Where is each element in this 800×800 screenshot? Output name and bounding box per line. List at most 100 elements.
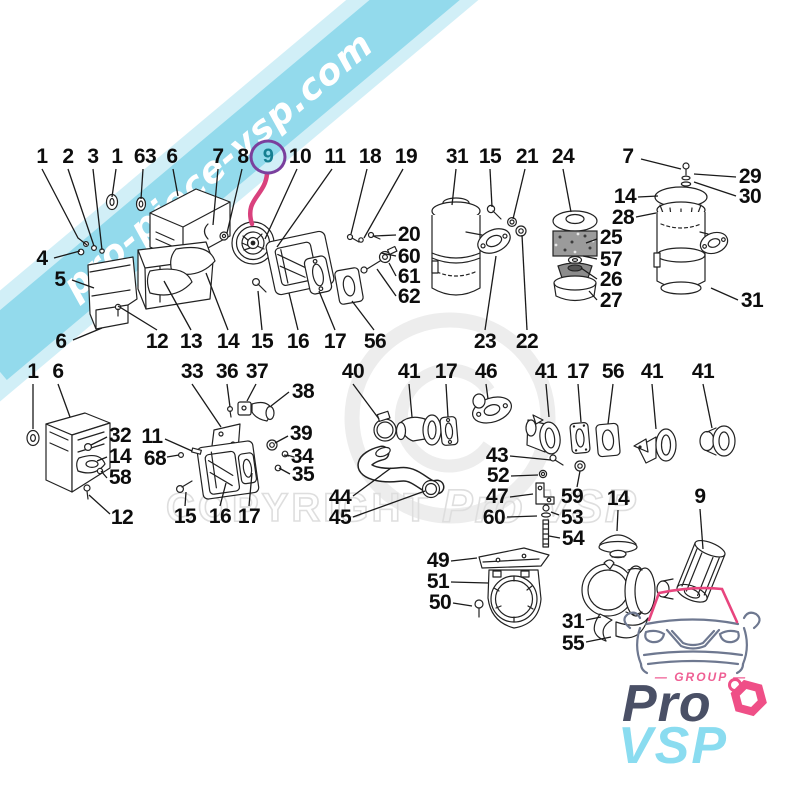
part-number-36: 36 xyxy=(215,360,239,383)
part-number-31: 31 xyxy=(561,610,585,633)
part-number-15: 15 xyxy=(478,145,502,168)
part-number-13: 13 xyxy=(179,330,203,353)
leader-line-38 xyxy=(270,391,290,407)
leader-line-17 xyxy=(577,383,582,423)
part-number-14: 14 xyxy=(606,487,630,510)
part-number-44: 44 xyxy=(328,486,352,509)
part-number-53: 53 xyxy=(560,506,584,529)
leader-line-17 xyxy=(445,383,449,418)
leader-line-32 xyxy=(90,436,108,446)
part-number-40: 40 xyxy=(341,360,365,383)
canister-art xyxy=(431,197,527,296)
part-number-23: 23 xyxy=(473,330,497,353)
leader-line-6 xyxy=(72,327,103,341)
part-number-26: 26 xyxy=(599,268,623,291)
leader-line-37 xyxy=(246,383,257,402)
part-number-41: 41 xyxy=(397,360,421,383)
leader-line-30 xyxy=(693,181,737,197)
leader-line-47 xyxy=(509,493,534,498)
leader-line-26 xyxy=(580,267,598,280)
part-number-51: 51 xyxy=(426,570,450,593)
provsp-logo: — GROUP — Pro VSP xyxy=(598,660,788,790)
leader-line-27 xyxy=(588,290,598,301)
leader-line-45 xyxy=(352,490,426,518)
part-number-49: 49 xyxy=(426,549,450,572)
leader-line-14 xyxy=(205,272,229,331)
part-number-1: 1 xyxy=(36,145,48,168)
part-number-6: 6 xyxy=(166,145,178,168)
leader-line-60 xyxy=(380,252,397,257)
leader-line-44 xyxy=(352,467,392,497)
part-number-30: 30 xyxy=(738,185,762,208)
part-number-63: 63 xyxy=(133,145,157,168)
leader-line-1 xyxy=(111,168,117,198)
leader-line-41 xyxy=(545,383,550,418)
logo-hexagon-nut-icon xyxy=(730,679,767,717)
part-number-32: 32 xyxy=(108,424,132,447)
leader-line-22 xyxy=(521,234,528,331)
part-number-2: 2 xyxy=(62,145,74,168)
logo-vsp-text: VSP xyxy=(618,717,729,775)
leader-line-18 xyxy=(350,168,368,235)
part-number-17: 17 xyxy=(434,360,458,383)
logo-pro-text: Pro xyxy=(622,675,712,733)
leader-line-14 xyxy=(96,456,108,462)
leader-line-34 xyxy=(283,454,290,457)
leader-line-68 xyxy=(166,454,180,458)
leader-line-23 xyxy=(484,255,497,331)
leader-line-31 xyxy=(451,168,457,206)
part-number-54: 54 xyxy=(561,527,585,550)
part-number-56: 56 xyxy=(601,360,625,383)
part-number-4: 4 xyxy=(36,247,48,270)
part-number-56: 56 xyxy=(363,330,387,353)
part-number-37: 37 xyxy=(245,360,269,383)
leader-line-3 xyxy=(92,168,103,251)
part-number-50: 50 xyxy=(428,591,452,614)
leader-line-40 xyxy=(352,383,380,420)
part-number-14: 14 xyxy=(108,445,132,468)
part-number-33: 33 xyxy=(180,360,204,383)
part-number-58: 58 xyxy=(108,466,132,489)
part-number-31: 31 xyxy=(740,289,764,312)
leader-line-17 xyxy=(318,290,336,331)
part-number-6: 6 xyxy=(55,330,67,353)
part-number-60: 60 xyxy=(397,245,421,268)
leader-line-52 xyxy=(510,474,539,477)
leader-line-2 xyxy=(67,168,95,247)
leader-line-5 xyxy=(71,279,95,289)
part-number-19: 19 xyxy=(394,145,418,168)
leader-line-53 xyxy=(550,511,560,516)
part-number-41: 41 xyxy=(534,360,558,383)
hardware-column-art xyxy=(535,454,586,548)
leader-line-15 xyxy=(489,168,493,208)
part-number-1: 1 xyxy=(27,360,39,383)
part-number-14: 14 xyxy=(216,330,240,353)
part-number-45: 45 xyxy=(328,506,352,529)
part-number-10: 10 xyxy=(288,145,312,168)
highlighted-part-number-9: 9 xyxy=(249,139,287,175)
leader-line-20 xyxy=(373,234,397,237)
leader-line-11 xyxy=(164,438,193,452)
part-number-28: 28 xyxy=(611,206,635,229)
part-number-11: 11 xyxy=(141,425,163,448)
leader-line-50 xyxy=(452,602,473,607)
leader-line-31 xyxy=(585,616,602,621)
leader-line-1 xyxy=(41,168,88,246)
part-number-15: 15 xyxy=(250,330,274,353)
leader-line-31 xyxy=(710,287,739,301)
part-number-22: 22 xyxy=(515,330,539,353)
part-number-12: 12 xyxy=(145,330,169,353)
leader-line-60 xyxy=(506,515,538,518)
leader-line-63 xyxy=(140,168,144,200)
part-number-34: 34 xyxy=(290,445,314,468)
bottom-bracket-art xyxy=(474,547,550,629)
leader-line-6 xyxy=(57,383,71,418)
highlight-leader-line xyxy=(248,171,270,227)
leader-line-19 xyxy=(363,168,404,239)
leader-line-17 xyxy=(248,472,253,507)
leader-line-12 xyxy=(88,494,111,515)
leader-line-10 xyxy=(264,168,298,240)
leader-line-36 xyxy=(226,383,231,408)
